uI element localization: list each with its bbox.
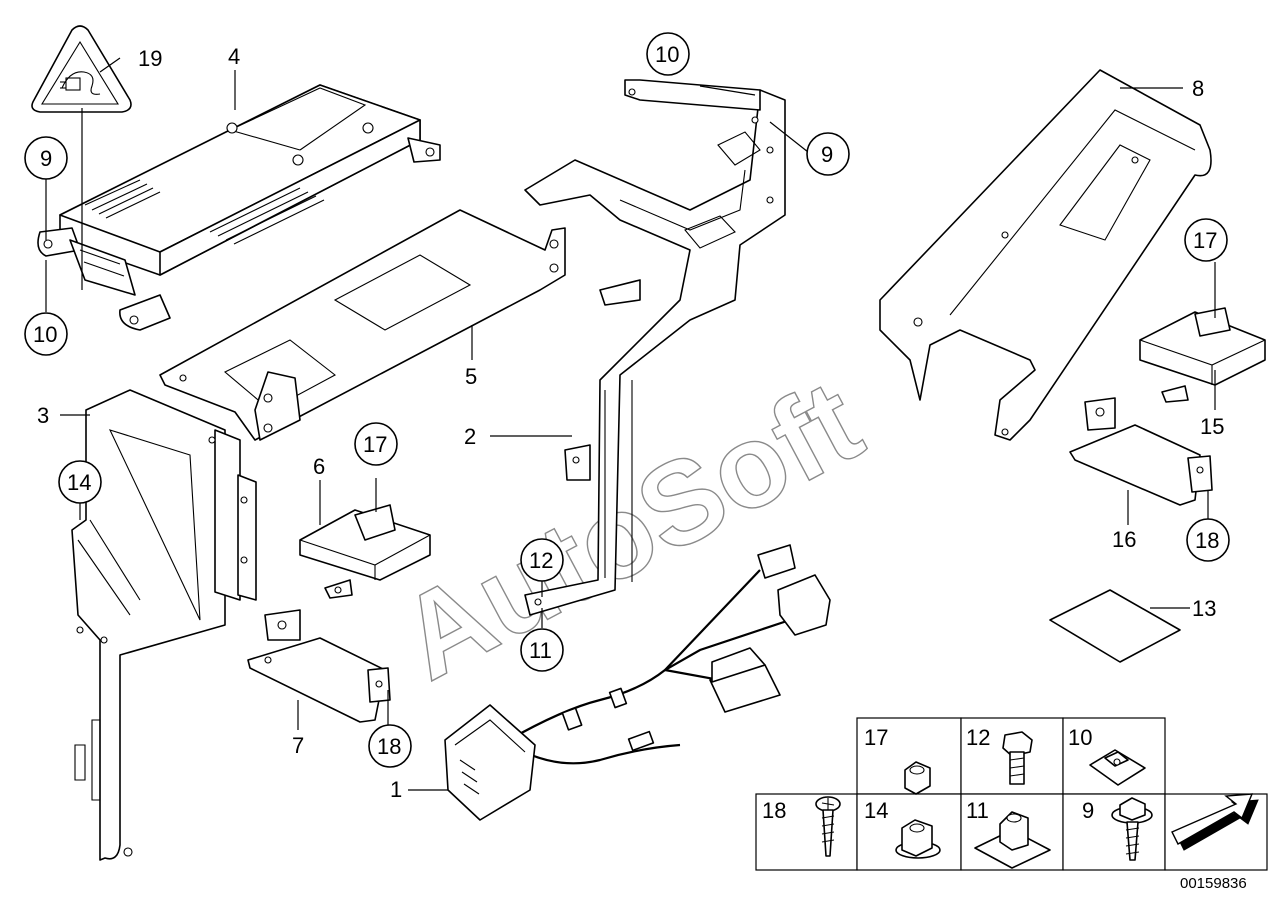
callout-16: 16 xyxy=(1112,527,1136,552)
callout-18-right: 18 xyxy=(1195,528,1219,553)
callout-1: 1 xyxy=(390,777,402,802)
callout-5: 5 xyxy=(465,364,477,389)
bolt-icon xyxy=(1002,731,1033,785)
callout-15: 15 xyxy=(1200,414,1224,439)
callout-6: 6 xyxy=(313,454,325,479)
plug-icon xyxy=(60,71,101,95)
part-16-holder xyxy=(1069,397,1213,506)
callout-14: 14 xyxy=(67,470,91,495)
table-label-18: 18 xyxy=(762,798,786,823)
part-19-warning-label xyxy=(31,25,132,113)
callout-8: 8 xyxy=(1192,76,1204,101)
hardware-table: 17 12 10 18 14 11 9 xyxy=(755,717,1268,871)
part-1-wiring-harness xyxy=(444,544,831,821)
cage-nut-icon xyxy=(974,811,1051,869)
callout-4: 4 xyxy=(228,44,240,69)
clip-nut-icon xyxy=(1089,749,1146,786)
part-4-control-unit xyxy=(37,84,441,331)
callout-9-right: 9 xyxy=(821,142,833,167)
part-6-module xyxy=(299,504,431,599)
table-label-17: 17 xyxy=(864,725,888,750)
leader-lines xyxy=(45,57,1216,791)
callout-3: 3 xyxy=(37,403,49,428)
table-label-11: 11 xyxy=(966,798,989,823)
flange-screw-icon xyxy=(1111,797,1153,861)
callout-2: 2 xyxy=(464,424,476,449)
callout-17-right: 17 xyxy=(1193,228,1217,253)
part-15-module xyxy=(1139,307,1266,403)
part-7-holder xyxy=(247,609,391,723)
table-label-9: 9 xyxy=(1082,798,1094,823)
part-5-tray-bracket xyxy=(159,209,566,441)
callout-7: 7 xyxy=(292,733,304,758)
callout-10-top: 10 xyxy=(655,42,679,67)
callout-10-left: 10 xyxy=(33,322,57,347)
part-8-plate-bracket xyxy=(879,69,1212,441)
flange-nut-icon xyxy=(895,819,941,859)
callout-11: 11 xyxy=(529,638,552,663)
callout-19: 19 xyxy=(138,46,162,71)
watermark: AutoSoft xyxy=(379,355,881,705)
table-label-14: 14 xyxy=(864,798,888,823)
part-2-main-bracket xyxy=(524,79,786,616)
arrow-icon xyxy=(1171,793,1259,851)
table-label-12: 12 xyxy=(966,725,990,750)
callout-13: 13 xyxy=(1192,596,1216,621)
part-3-side-bracket xyxy=(71,389,257,861)
callout-12: 12 xyxy=(529,548,553,573)
callout-18-mid: 18 xyxy=(377,734,401,759)
screw-icon xyxy=(815,796,841,857)
callout-17-mid: 17 xyxy=(363,432,387,457)
table-label-10: 10 xyxy=(1068,725,1092,750)
document-number: 00159836 xyxy=(1180,875,1247,892)
callout-labels: 19 4 9 10 5 3 14 6 17 7 18 2 12 11 10 9 … xyxy=(24,32,1230,802)
vent-slats xyxy=(84,179,325,245)
callout-9-left: 9 xyxy=(40,146,52,171)
hex-nut-icon xyxy=(904,761,931,795)
part-13-pad xyxy=(1049,589,1181,663)
